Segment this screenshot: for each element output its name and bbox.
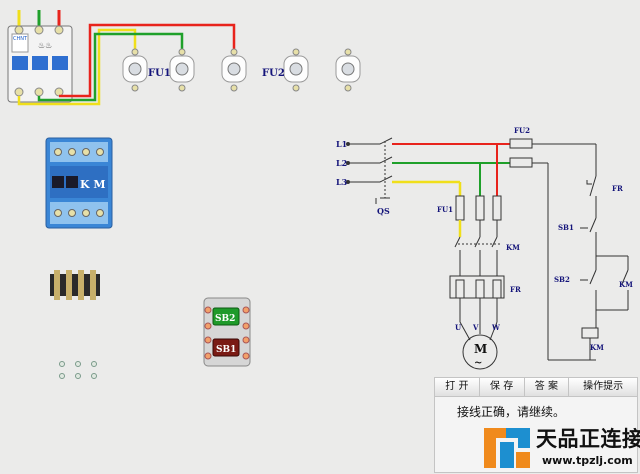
hint-button[interactable]: 操作提示	[569, 378, 637, 396]
fu2-top-label: FU2	[262, 68, 285, 79]
label-l3: L3	[336, 177, 348, 187]
label-km-ctrl: KM	[619, 280, 633, 289]
logo-url: www.tpzlj.com	[542, 454, 633, 467]
label-fr-main: FR	[510, 285, 521, 294]
fuse-fu2-2[interactable]	[335, 48, 361, 92]
label-l2: L2	[336, 158, 347, 168]
brand-label: CHNT	[13, 36, 28, 42]
btn-sb1-label: SB1	[216, 345, 236, 355]
label-l1: L1	[336, 139, 347, 149]
motor-symbol: ~	[474, 358, 482, 369]
fuse-fu1-1[interactable]	[122, 48, 148, 92]
start-button-sb2[interactable]: SB2	[212, 307, 240, 326]
label-km-coil: KM	[590, 343, 604, 352]
logo-title: 天品正连接	[536, 427, 640, 451]
circuit-breaker[interactable]: CHNT ♨♨	[7, 10, 73, 103]
fuse-fu1-2[interactable]	[169, 48, 195, 92]
label-w: W	[491, 323, 500, 332]
thermal-relay-fr[interactable]	[50, 270, 100, 300]
site-logo: 天品正连接 www.tpzlj.com	[482, 421, 640, 473]
stop-button-sb1[interactable]: SB1	[212, 338, 240, 357]
logo-mark-icon	[484, 428, 530, 468]
terminal-block[interactable]	[59, 361, 97, 379]
label-sb2: SB2	[554, 275, 570, 284]
km-block-label: K M	[80, 178, 106, 191]
label-fr-ctrl: FR	[612, 184, 623, 193]
label-fu1: FU1	[437, 205, 453, 214]
answer-button[interactable]: 答 案	[524, 378, 570, 396]
save-button[interactable]: 保 存	[479, 378, 525, 396]
btn-sb2-label: SB2	[215, 314, 235, 324]
toolbar: 打 开 保 存 答 案 操作提示	[435, 378, 637, 397]
status-message: 接线正确，请继续。	[457, 405, 566, 419]
open-button[interactable]: 打 开	[435, 378, 480, 396]
label-u: U	[455, 323, 461, 332]
fuse-fu2-1[interactable]	[283, 48, 309, 92]
motor-label: M	[474, 342, 487, 356]
control-panel: 打 开 保 存 答 案 操作提示 接线正确，请继续。	[434, 377, 638, 473]
schematic	[346, 137, 629, 370]
label-km-main: KM	[506, 243, 520, 252]
label-qs: QS	[377, 206, 390, 216]
fuse-fu1-3[interactable]	[221, 48, 247, 92]
contactor-km[interactable]: K M	[45, 137, 113, 229]
fu1-top-label: FU1	[148, 68, 171, 79]
svg-text:♨♨: ♨♨	[38, 41, 52, 50]
label-sb1: SB1	[558, 223, 574, 232]
label-fu2: FU2	[514, 126, 530, 135]
label-v: V	[472, 323, 479, 332]
